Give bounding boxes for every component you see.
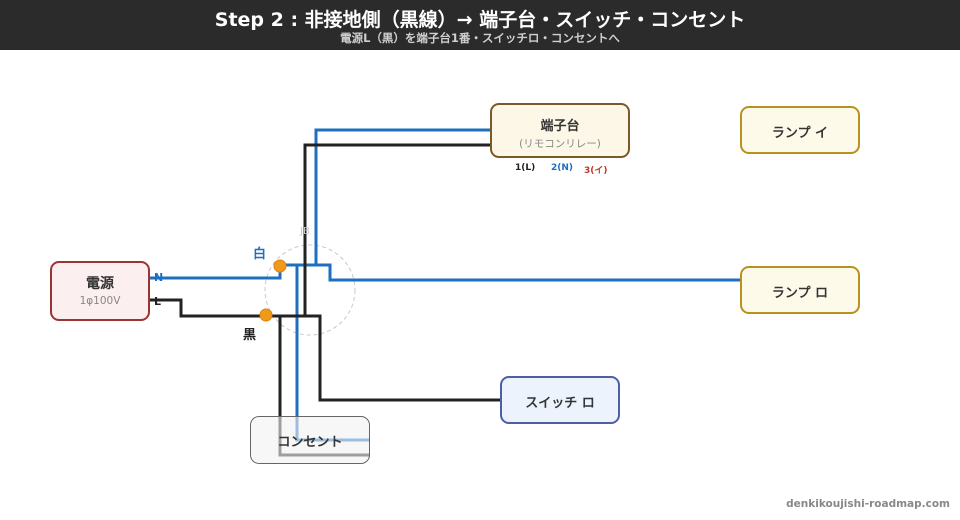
white-wire-label: 白: [253, 247, 267, 262]
terminal-block-box: 端子台 (リモコンリレー): [490, 103, 630, 158]
terminal-pin-2: 2(N): [551, 163, 574, 173]
wire-source-n: [150, 263, 740, 282]
outlet-label: コンセント: [277, 435, 343, 450]
wire-neutral-to-terminal-2: [314, 128, 490, 265]
site-credit: denkikoujishi-roadmap.com: [786, 498, 950, 510]
power-source-box: 電源 1φ100V: [50, 261, 150, 321]
junction-box-circle: [264, 244, 356, 336]
lamp-i-box: ランプ イ: [740, 106, 860, 154]
splice-dot-black: [259, 308, 273, 322]
terminal-pin-1: 1(L): [515, 163, 536, 173]
terminal-pin-3: 3(イ): [584, 166, 608, 176]
header-bar: Step 2 : 非接地側（黒線）→ 端子台・スイッチ・コンセント 電源L（黒）…: [0, 0, 960, 50]
wire-live-to-terminal-1: [303, 143, 490, 316]
lamp-i-label: ランプ イ: [771, 126, 829, 141]
terminal-l-label: L: [154, 295, 162, 308]
black-wire-label: 黒: [243, 328, 257, 343]
power-source-rating: 1φ100V: [79, 295, 121, 307]
terminal-n-label: N: [154, 271, 164, 284]
neutral-wires: [150, 128, 740, 442]
junction-box-label: JB: [300, 226, 310, 237]
outlet-box: コンセント: [250, 416, 370, 464]
live-wires: [150, 143, 500, 457]
page-title: Step 2 : 非接地側（黒線）→ 端子台・スイッチ・コンセント: [214, 9, 746, 31]
lamp-ro-box: ランプ ロ: [740, 266, 860, 314]
power-source-label: 電源: [86, 276, 114, 292]
terminal-block-label: 端子台: [540, 119, 580, 134]
lamp-ro-label: ランプ ロ: [771, 286, 829, 301]
splice-dot-white: [273, 259, 287, 273]
wire-source-l: [150, 298, 500, 402]
switch-ro-box: スイッチ ロ: [500, 376, 620, 424]
wire-neutral-to-outlet: [295, 265, 370, 442]
terminal-block-sub: (リモコンリレー): [519, 138, 601, 150]
page-subtitle: 電源L（黒）を端子台1番・スイッチロ・コンセントへ: [340, 31, 620, 45]
switch-ro-label: スイッチ ロ: [525, 396, 595, 411]
